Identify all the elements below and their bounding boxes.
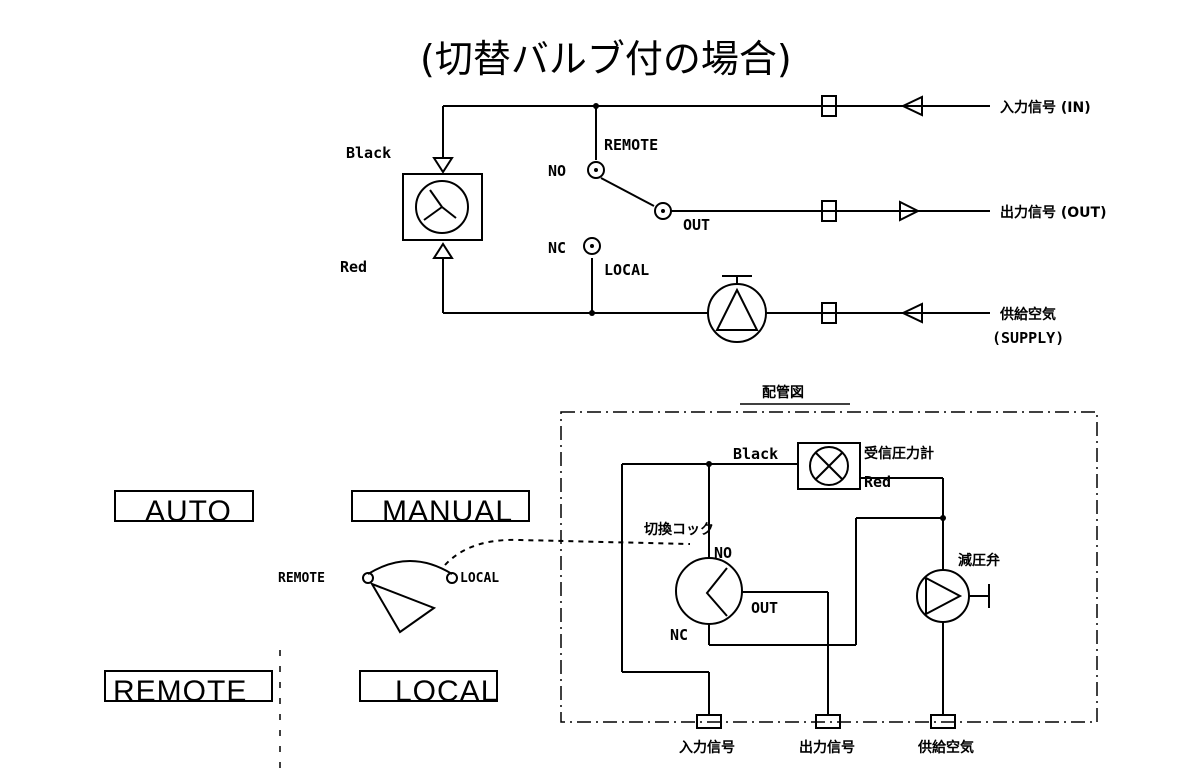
cock-vane-icon: [705, 567, 728, 617]
knob-remote-port-icon: [362, 572, 374, 584]
piping-gauge-icon: [809, 446, 849, 486]
input-connector: [821, 95, 837, 117]
gauge-needle-icon: [429, 189, 443, 208]
piping-cock-label: 切換コック: [644, 521, 714, 538]
output-connector: [821, 200, 837, 222]
supply-arrow-icon: [900, 302, 923, 324]
piping-black-label: Black: [733, 445, 778, 463]
piping-diagram: 配管図: [560, 384, 1098, 756]
port-input: [696, 714, 722, 729]
red-arrow-icon: [432, 242, 454, 259]
knob-local-label: LOCAL: [460, 571, 499, 586]
red-label: Red: [340, 258, 367, 276]
piping-frame: [560, 411, 1098, 723]
knob-arc: [367, 560, 453, 575]
auto-box: [114, 490, 254, 522]
switch-panel: AUTO MANUAL REMOTE LOCAL REMOTE LOCAL: [104, 490, 691, 773]
nc-label: NC: [548, 239, 566, 257]
no-port-icon: [587, 161, 605, 179]
output-arrow-icon: [899, 200, 921, 222]
knob-local-port-icon: [446, 572, 458, 584]
piping-nc-label: NC: [670, 626, 688, 644]
manual-label: MANUAL: [382, 495, 513, 528]
auto-label: AUTO: [145, 495, 232, 528]
nc-port-icon: [583, 237, 601, 255]
out-label: OUT: [683, 216, 710, 234]
switch-lever-line: [600, 177, 655, 207]
receiver-gauge-box: [402, 173, 483, 241]
port-supply-label: 供給空気: [917, 739, 974, 756]
receiver-gauge-dial-icon: [415, 180, 469, 234]
supply-label-jp: 供給空気: [999, 306, 1056, 323]
selector-knob-icon: [369, 582, 437, 634]
manual-box: [351, 490, 530, 522]
piping-gauge-box: [797, 442, 861, 490]
piping-reducer-label: 減圧弁: [958, 552, 1000, 569]
piping-out-label: OUT: [751, 599, 778, 617]
no-label: NO: [548, 162, 566, 180]
input-arrow-icon: [900, 95, 923, 117]
linkage-dashed-line: [444, 538, 691, 566]
black-arrow-icon: [432, 157, 454, 174]
remote-box: [104, 670, 273, 702]
remote-label: REMOTE: [604, 136, 658, 154]
diagram-title: (切替バルブ付の場合): [420, 37, 792, 81]
piping-no-label: NO: [714, 544, 732, 562]
schematic: Black Red REMOTE NO NC LOCAL OUT 入力信号 (I…: [340, 95, 1107, 347]
black-label: Black: [346, 144, 391, 162]
local-panel-label: LOCAL: [395, 675, 498, 708]
local-label: LOCAL: [604, 261, 649, 279]
output-signal-label: 出力信号 (OUT): [1000, 204, 1107, 221]
piping-title: 配管図: [762, 384, 804, 401]
port-output-label: 出力信号: [799, 739, 855, 756]
piping-red-label: Red: [864, 473, 891, 491]
port-output: [815, 714, 841, 729]
port-input-label: 入力信号: [679, 739, 735, 756]
supply-label-en: (SUPPLY): [992, 329, 1064, 347]
supply-connector: [821, 302, 837, 324]
piping-gauge-label: 受信圧力計: [864, 445, 934, 462]
knob-remote-label: REMOTE: [278, 571, 325, 586]
input-signal-label: 入力信号 (IN): [1000, 99, 1091, 116]
reducing-valve-icon: [707, 283, 767, 343]
port-supply: [930, 714, 956, 729]
local-box: [359, 670, 498, 702]
remote-panel-label: REMOTE: [113, 675, 247, 708]
